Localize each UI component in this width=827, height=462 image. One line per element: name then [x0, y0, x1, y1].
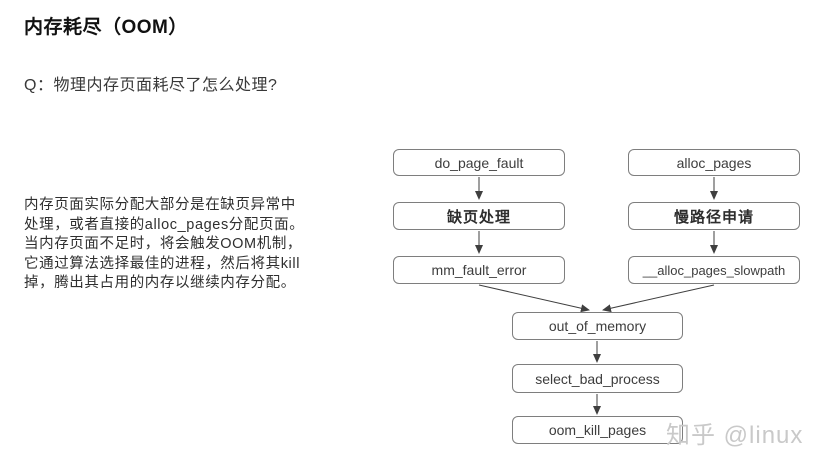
node-alloc-pages-slowpath: __alloc_pages_slowpath — [628, 256, 800, 284]
node-oom-kill-pages: oom_kill_pages — [512, 416, 683, 444]
node-select-bad-process: select_bad_process — [512, 364, 683, 393]
node-page-fault-handling: 缺页处理 — [393, 202, 565, 230]
page-title: 内存耗尽（OOM） — [24, 17, 188, 38]
intro-line: 它通过算法选择最佳的进程，然后将其kill — [24, 255, 301, 272]
intro-line: 掉，腾出其占用的内存以继续内存分配。 — [24, 275, 296, 291]
node-out-of-memory: out_of_memory — [512, 312, 683, 340]
intro-paragraph: 内存页面实际分配大部分是在缺页异常中 处理，或者直接的alloc_pages分配… — [24, 196, 354, 294]
zhihu-watermark: 知乎 @linux — [666, 422, 804, 449]
arrow-mm-fault-error-to-out-of-memory — [478, 284, 590, 313]
intro-line: 内存页面实际分配大部分是在缺页异常中 — [24, 197, 296, 213]
question-text: Q：物理内存页面耗尽了怎么处理? — [24, 77, 278, 94]
node-do-page-fault: do_page_fault — [393, 149, 565, 176]
intro-line: 处理，或者直接的alloc_pages分配页面。 — [24, 216, 305, 233]
intro-line: 当内存页面不足时，将会触发OOM机制， — [24, 236, 303, 252]
arrow-alloc-slowpath-to-out-of-memory — [602, 284, 715, 313]
node-mm-fault-error: mm_fault_error — [393, 256, 565, 284]
node-slow-path-request: 慢路径申请 — [628, 202, 800, 230]
node-alloc-pages: alloc_pages — [628, 149, 800, 176]
